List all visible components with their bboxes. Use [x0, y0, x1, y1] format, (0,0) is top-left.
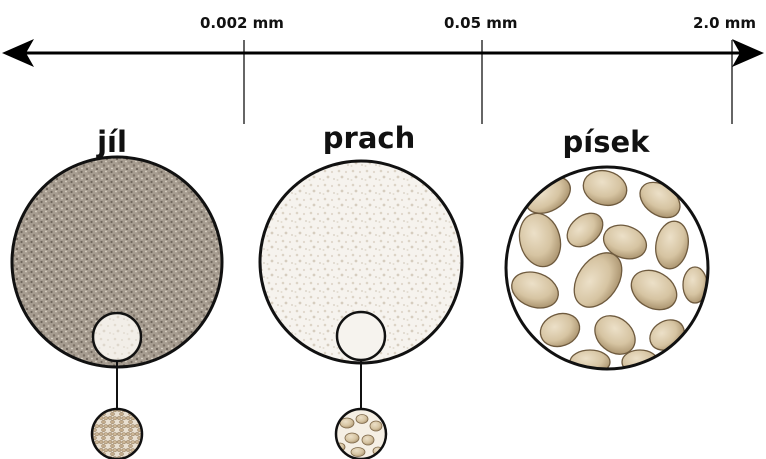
tick-label-0002mm: 0.002 mm	[200, 14, 284, 32]
silt-group: prach	[260, 121, 462, 459]
sand-group: písek	[506, 125, 708, 374]
tick-label-20mm: 2.0 mm	[693, 14, 756, 32]
label-sand: písek	[563, 125, 651, 159]
label-silt: prach	[323, 121, 415, 155]
silt-zoom-circle	[335, 409, 386, 459]
label-clay: jíl	[96, 125, 127, 159]
size-scale-axis: 0.002 mm 0.05 mm 2.0 mm	[2, 14, 764, 124]
clay-group: jíl	[12, 125, 222, 459]
silt-magnifier-ring	[337, 312, 385, 360]
clay-magnifier-speckle	[95, 315, 139, 359]
clay-zoom-circle	[92, 409, 142, 459]
tick-label-005mm: 0.05 mm	[444, 14, 518, 32]
